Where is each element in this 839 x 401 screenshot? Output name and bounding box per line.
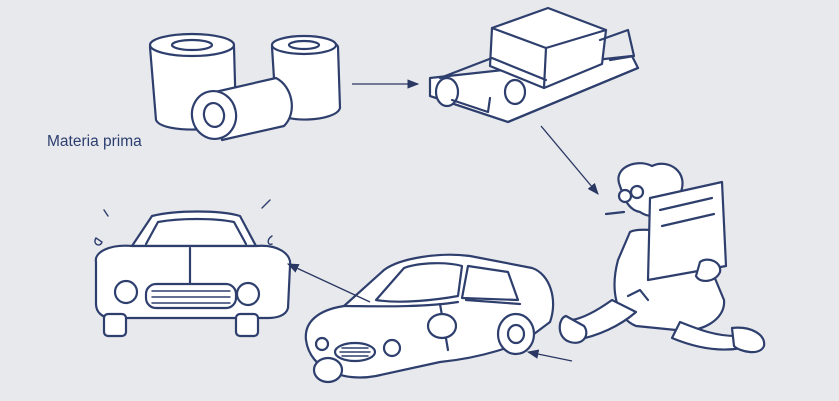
finished-car <box>304 253 555 384</box>
car-frame-assembly <box>428 6 640 124</box>
raw-material-rolls <box>148 32 342 142</box>
raw-material-label: Materia prima <box>47 133 142 150</box>
arrow-inspector-to-car <box>526 349 573 362</box>
flow-arrows <box>286 79 599 362</box>
inspector-with-clipboard <box>558 162 766 354</box>
car-front-view <box>94 199 292 338</box>
arrow-car-to-front <box>286 263 371 303</box>
arrow-frame-to-inspector <box>540 125 599 195</box>
